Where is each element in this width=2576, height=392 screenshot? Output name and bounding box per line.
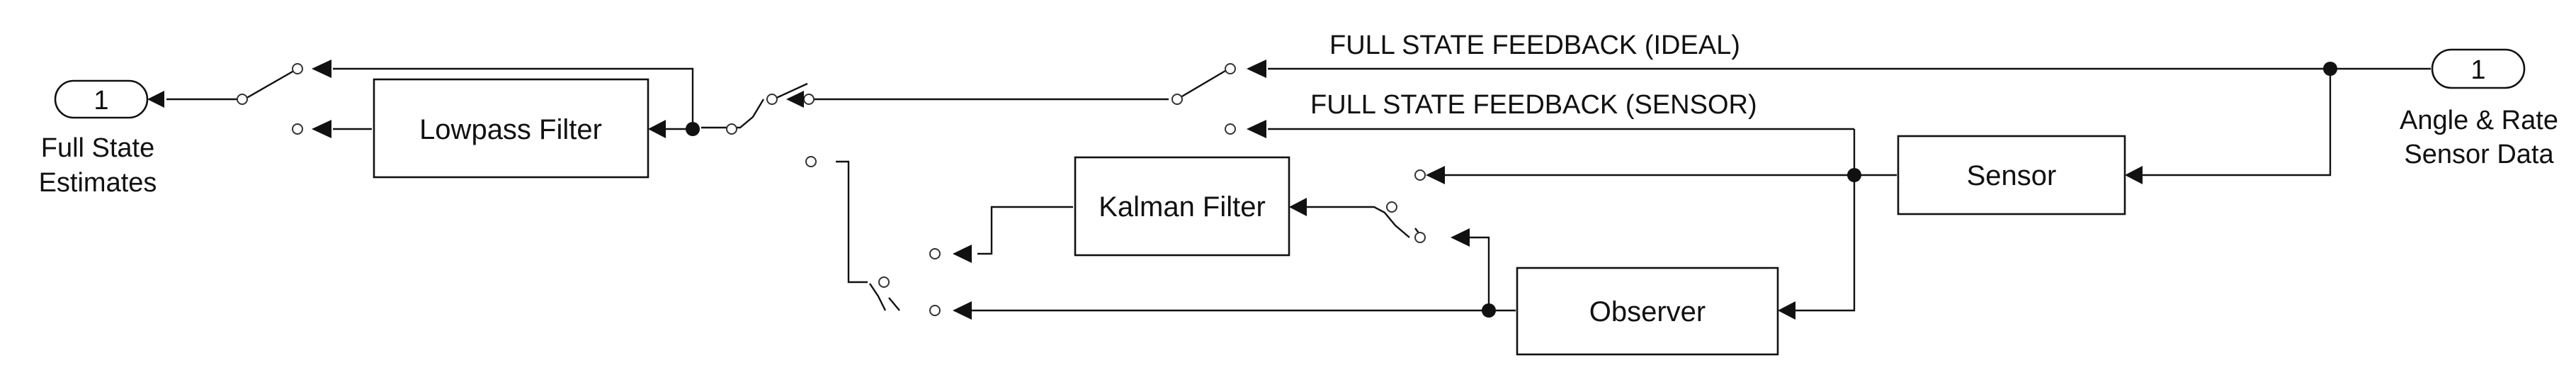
observer-label: Observer xyxy=(1589,296,1706,327)
switch-terminal[interactable] xyxy=(878,276,890,288)
branch-point xyxy=(1482,303,1496,318)
arrow-main-switch xyxy=(786,91,804,108)
kalman-filter-block[interactable]: Kalman Filter xyxy=(1074,156,1290,257)
observer-block[interactable]: Observer xyxy=(1516,267,1779,356)
switch-terminal[interactable] xyxy=(1414,169,1426,181)
kalman-filter-label: Kalman Filter xyxy=(1099,191,1266,223)
input-port-label-line2: Sensor Data xyxy=(2404,140,2554,169)
main-switch-lever xyxy=(773,82,808,101)
switch-terminal[interactable] xyxy=(292,123,303,135)
arrow-lowpass-in xyxy=(648,120,666,138)
branch-point xyxy=(686,122,700,136)
switch-terminal[interactable] xyxy=(929,248,941,259)
branch-point xyxy=(1847,168,1861,182)
arrow-kalman-switch xyxy=(1451,228,1470,247)
input-port-number: 1 xyxy=(2470,55,2485,85)
arrow-kalman-out xyxy=(953,245,972,263)
branch-points xyxy=(686,62,2337,318)
wire-sensor-branch-vertical xyxy=(1795,129,1856,312)
signal-wires xyxy=(166,67,2431,312)
lowpass-filter-label: Lowpass Filter xyxy=(419,114,602,145)
switch-terminal[interactable] xyxy=(1414,232,1426,243)
arrow-kalman-in xyxy=(1289,198,1307,216)
switch-terminal[interactable] xyxy=(805,156,817,167)
switch-terminal[interactable] xyxy=(1225,123,1236,135)
observer-switch-lever xyxy=(888,297,900,311)
arrow-to-output-port xyxy=(147,91,164,108)
wire-branch-to-sensor xyxy=(2143,69,2332,177)
wire-kalman-switch-to-kalman xyxy=(1307,206,1410,238)
output-port[interactable]: 1 xyxy=(54,79,149,119)
arrow-output-switch-bottom xyxy=(312,120,331,138)
output-port-label-line1: Full State xyxy=(41,133,155,163)
arrow-sensor-out xyxy=(1426,166,1445,184)
branch-point xyxy=(2323,62,2337,76)
input-port[interactable]: 1 xyxy=(2431,48,2526,89)
switch-terminal[interactable] xyxy=(292,63,303,74)
input-port-label-line1: Angle & Rate xyxy=(2400,106,2558,135)
wire-observer-to-kalman-switch xyxy=(1470,236,1490,310)
wire-kalman-out xyxy=(977,206,1073,255)
wire-lowpass-bypass xyxy=(333,67,694,129)
ideal-feedback-label: FULL STATE FEEDBACK (IDEAL) xyxy=(1329,30,1740,60)
switch-terminal[interactable] xyxy=(1386,201,1397,213)
sensor-block[interactable]: Sensor xyxy=(1897,135,2126,215)
switch-terminals xyxy=(237,63,1426,316)
wire-observer-switch-a xyxy=(869,283,887,311)
arrow-sensor-in xyxy=(2125,166,2143,184)
wire-switch-to-lowpass-2 xyxy=(701,99,765,129)
sensor-label: Sensor xyxy=(1967,160,2057,191)
switch-terminal[interactable] xyxy=(929,305,941,316)
lowpass-filter-block[interactable]: Lowpass Filter xyxy=(373,78,649,179)
output-port-label-line2: Estimates xyxy=(39,168,157,198)
feedback-switch-lever xyxy=(1176,67,1230,101)
switch-terminal[interactable] xyxy=(803,94,815,105)
output-port-number: 1 xyxy=(93,86,108,116)
switch-contacts xyxy=(244,67,1423,311)
sensor-feedback-label: FULL STATE FEEDBACK (SENSOR) xyxy=(1310,90,1757,120)
arrow-ideal xyxy=(1247,60,1266,78)
arrowheads xyxy=(147,60,2143,320)
switch-terminal[interactable] xyxy=(237,94,248,105)
switch-terminal[interactable] xyxy=(726,123,737,135)
arrow-observer-out xyxy=(953,301,972,320)
switch-terminal[interactable] xyxy=(766,94,778,105)
wire-observer-switch-b xyxy=(836,160,868,284)
arrow-observer-in xyxy=(1778,301,1795,320)
arrow-sensor-feedback xyxy=(1247,120,1266,138)
switch-terminal[interactable] xyxy=(1171,94,1183,105)
switch-terminal[interactable] xyxy=(1225,63,1236,74)
arrow-output-switch-top xyxy=(312,60,331,78)
output-switch-lever xyxy=(244,67,298,101)
